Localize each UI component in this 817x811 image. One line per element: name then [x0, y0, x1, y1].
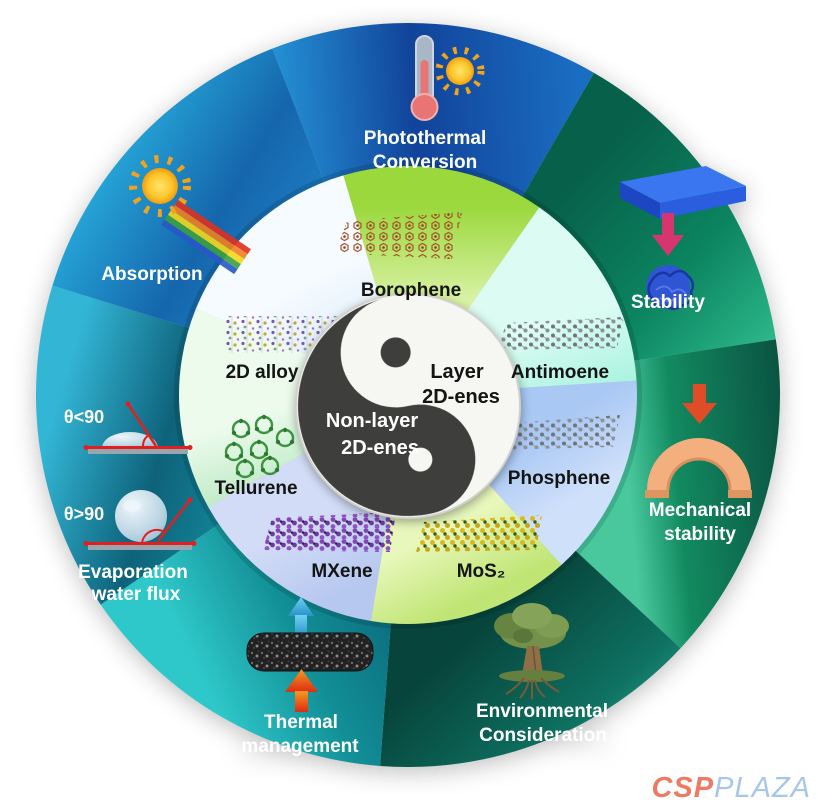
label-mxene-line-0: MXene	[311, 561, 372, 582]
label-2d-alloy-line-0: 2D alloy	[226, 362, 299, 383]
phosphene-lattice-icon	[491, 415, 620, 450]
labels-layer: PhotothermalConversionStabilityMechanica…	[78, 128, 751, 757]
label-nonlayer-2denes-line1: Non-layer	[326, 410, 418, 432]
contact-angle-gt90-icon	[83, 490, 197, 550]
contact-angle-lt90-icon	[83, 401, 193, 454]
outer-sector-mechanical-stability	[575, 339, 780, 649]
label-environmental-consideration-line-0: Environmental	[476, 701, 608, 722]
inner-ring-shadow	[174, 161, 642, 629]
tree-roots-icon	[494, 603, 569, 699]
label-mos2-line-0: MoS₂	[457, 561, 506, 582]
yin-yang-symbol	[295, 293, 521, 519]
yang-dot	[408, 447, 433, 472]
watermark-plaza: PLAZA	[714, 772, 811, 804]
label-mechanical-stability-line-0: Mechanical	[649, 500, 751, 521]
label-layer-2denes-line2: 2D-enes	[422, 386, 500, 408]
mos2-lattice-icon	[416, 515, 542, 552]
label-antimoene-line-0: Antimoene	[511, 362, 609, 383]
watermark-csp: CSP	[651, 772, 715, 804]
outer-sector-stability	[522, 72, 776, 361]
sun-rainbow-icon	[129, 155, 251, 275]
label-nonlayer-2denes-line2: 2D-enes	[341, 437, 419, 459]
label-evaporation-water-flux-line-0: Evaporation	[78, 562, 188, 583]
label-theta-gt90: θ>90	[64, 504, 104, 524]
porous-slab-arrows-icon	[246, 597, 374, 712]
inner-sector-tellurene	[179, 308, 408, 508]
sun-icon	[435, 46, 485, 96]
arch-press-icon	[645, 384, 752, 498]
icons-layer	[83, 35, 752, 712]
label-phosphene-line-0: Phosphene	[508, 468, 610, 489]
label-theta-lt90: θ<90	[64, 407, 104, 427]
label-evaporation-water-flux-line-1: water flux	[91, 584, 181, 605]
label-tellurene-line-0: Tellurene	[214, 478, 297, 499]
borophene-lattice-icon	[335, 212, 462, 259]
label-absorption-line-0: Absorption	[101, 264, 202, 285]
label-photothermal-conversion-line-0: Photothermal	[364, 128, 486, 149]
yin-dot	[380, 337, 411, 368]
wheel: PhotothermalConversionStabilityMechanica…	[36, 22, 780, 767]
slab-crumple-icon	[620, 166, 746, 310]
outer-sector-thermal-management	[100, 523, 391, 766]
label-layer-2denes-line1: Layer	[430, 361, 484, 383]
thermometer-icon	[410, 35, 439, 121]
label-environmental-consideration-line-1: Consideration	[479, 725, 607, 746]
label-mechanical-stability-line-1: stability	[664, 524, 736, 545]
mxene-lattice-icon	[263, 512, 396, 552]
antimoene-lattice-icon	[498, 317, 624, 350]
label-thermal-management-line-1: management	[241, 736, 359, 757]
label-stability-line-0: Stability	[631, 292, 705, 313]
label-borophene-line-0: Borophene	[361, 280, 461, 301]
label-thermal-management-line-0: Thermal	[264, 712, 338, 733]
crumpled-sheet	[646, 265, 695, 310]
label-photothermal-conversion-line-1: Conversion	[373, 152, 478, 173]
csp-plaza-watermark: CSPPLAZA	[651, 774, 811, 803]
